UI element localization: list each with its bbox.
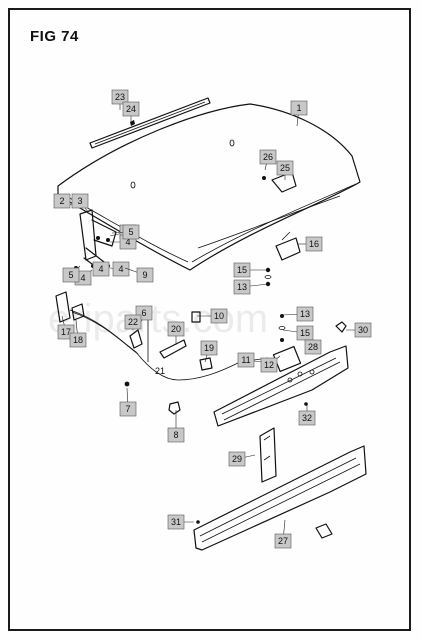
callout-label-c2: 2 — [59, 196, 64, 206]
callout-label-c12: 12 — [264, 360, 274, 370]
callout-label-c15b: 15 — [300, 328, 310, 338]
callout-label-c13b: 13 — [300, 309, 310, 319]
callout-box-c28 — [304, 339, 322, 355]
callout-label-c4c: 4 — [118, 264, 123, 274]
callout-box-c4c — [112, 261, 130, 277]
callout-label-c6: 6 — [141, 308, 146, 318]
callout-label-c5a: 5 — [128, 227, 133, 237]
callout-label-c23: 23 — [115, 92, 125, 102]
callout-box-c25 — [276, 160, 294, 176]
callout-box-c31 — [167, 514, 185, 530]
callout-layer: 1234444455678910111213131515161718192022… — [53, 89, 372, 549]
callout-box-c2 — [53, 193, 71, 209]
hood-hinge-right — [264, 231, 301, 287]
hood-release-cable: 21 — [55, 291, 269, 381]
cable-label: 21 — [155, 366, 165, 376]
callout-box-c22 — [124, 314, 142, 330]
callout-label-c24: 24 — [126, 104, 136, 114]
hood-lock-support — [213, 314, 349, 427]
hood-hinge-left — [74, 209, 119, 271]
callout-label-c10: 10 — [214, 311, 224, 321]
callout-label-c16: 16 — [309, 239, 319, 249]
hood-panel — [57, 103, 361, 271]
callout-label-c26: 26 — [263, 152, 273, 162]
callout-box-c10 — [210, 308, 228, 324]
callout-box-c30 — [354, 322, 372, 338]
callout-box-c4e — [92, 261, 110, 277]
callout-label-c17: 17 — [61, 327, 71, 337]
callout-box-c32 — [298, 410, 316, 426]
callout-label-c30: 30 — [358, 325, 368, 335]
callout-box-c8 — [167, 427, 185, 443]
callout-label-c8: 8 — [173, 430, 178, 440]
callout-label-c9: 9 — [142, 270, 147, 280]
callout-box-c9 — [136, 267, 154, 283]
callout-label-c29: 29 — [232, 454, 242, 464]
callout-label-c32: 32 — [302, 413, 312, 423]
lower-cross-member — [193, 445, 367, 551]
callout-box-c29 — [228, 451, 246, 467]
callout-label-c13a: 13 — [237, 282, 247, 292]
callout-box-c19 — [200, 340, 218, 356]
callout-label-c28: 28 — [308, 342, 318, 352]
callout-label-c3: 3 — [77, 196, 82, 206]
callout-label-c4e: 4 — [98, 264, 103, 274]
callout-box-c11 — [237, 352, 255, 368]
callout-label-c20: 20 — [171, 324, 181, 334]
callout-label-c25: 25 — [280, 163, 290, 173]
callout-label-c22: 22 — [128, 317, 138, 327]
page-border — [8, 8, 411, 631]
callout-label-c4b: 4 — [125, 237, 130, 247]
hood-weatherstrip — [89, 97, 211, 149]
callout-box-c5a — [122, 224, 140, 240]
callout-box-c1 — [290, 100, 308, 116]
figure-title: FIG 74 — [30, 28, 79, 45]
callout-label-c18: 18 — [73, 335, 83, 345]
callout-box-c24 — [122, 101, 140, 117]
callout-label-c27: 27 — [278, 536, 288, 546]
callout-box-c26 — [259, 149, 277, 165]
radiator-support-bracket — [259, 427, 277, 483]
callout-label-c11: 11 — [241, 355, 250, 365]
callout-label-c7: 7 — [125, 404, 130, 414]
callout-label-c15a: 15 — [237, 265, 247, 275]
callout-box-c20 — [167, 321, 185, 337]
callout-box-c16 — [305, 236, 323, 252]
callout-label-c5b: 5 — [68, 270, 73, 280]
callout-label-c19: 19 — [204, 343, 214, 353]
callout-label-c1: 1 — [296, 103, 301, 113]
callout-label-c31: 31 — [171, 517, 181, 527]
callout-box-c15a — [233, 262, 251, 278]
callout-box-c23 — [111, 89, 129, 105]
callout-box-c12 — [260, 357, 278, 373]
callout-box-c7 — [119, 401, 137, 417]
callout-box-c3 — [71, 193, 89, 209]
callout-box-c13b — [296, 306, 314, 322]
callout-label-c4d: 4 — [80, 273, 85, 283]
callout-box-c27 — [274, 533, 292, 549]
callout-box-c13a — [233, 279, 251, 295]
callout-box-c18 — [69, 332, 87, 348]
callout-box-c5b — [62, 267, 80, 283]
